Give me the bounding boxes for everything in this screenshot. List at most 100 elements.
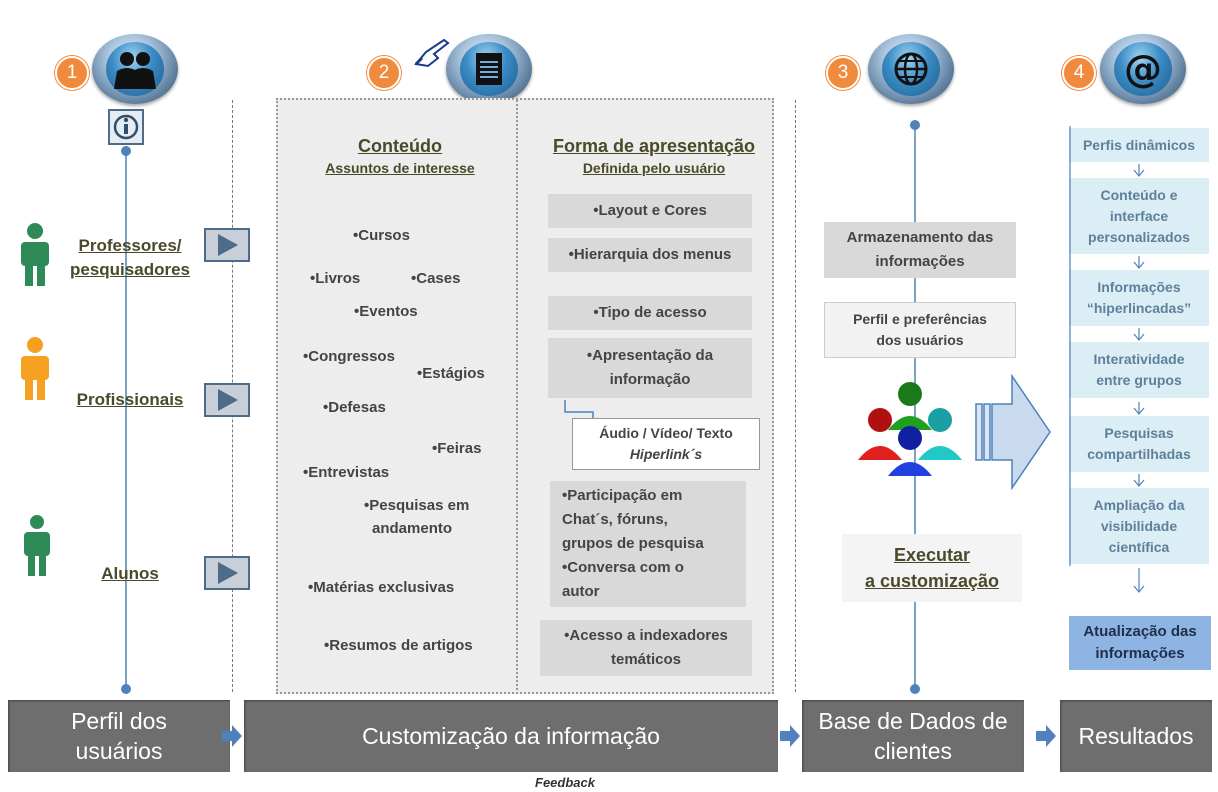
result-line: Perfis dinâmicos [1082,136,1196,153]
play-button-student[interactable] [204,556,250,590]
result-item-personalized: Conteúdo e interface personalizados [1069,178,1209,254]
preferences-box: Perfil e preferências dos usuários [824,302,1016,358]
profile-label-line: Professores/ [78,236,182,255]
users-orb [92,34,178,104]
option-label: •Layout e Cores [593,202,707,219]
execute-label: Executar [893,545,971,565]
profile-label-line: pesquisadores [70,260,190,279]
content-item: andamento [372,520,453,537]
user-group-icon [854,376,966,481]
person-icon-professional [18,336,52,405]
option-hierarchy: •Hierarquia dos menus [548,238,752,272]
flow-arrow-2 [778,724,802,753]
timeline-dot-bottom [910,684,920,694]
content-subtitle: Assuntos de interesse [325,160,475,176]
result-line: entre grupos [1096,372,1182,388]
content-item: •Entrevistas [303,464,390,481]
content-item: •Estágios [417,365,485,382]
option-label: grupos de pesquisa [562,535,704,552]
option-access: •Tipo de acesso [548,296,752,330]
presentation-title: Forma de apresentação [552,136,756,156]
content-item: •Cursos [353,227,410,244]
at-sign-icon: @ [1114,42,1172,96]
option-label: autor [562,583,600,600]
update-label: informações [1095,645,1185,662]
result-item-hyperlinked: Informações “hiperlincadas” [1069,270,1209,326]
storage-box: Armazenamento das informações [824,222,1016,278]
preferences-label: Perfil e preferências [853,311,987,327]
option-label: •Participação em [562,487,683,504]
result-line: interface [1109,207,1169,224]
content-item: •Livros [310,270,361,287]
step-2-badge: 2 [367,56,401,90]
presentation-subtitle: Definida pelo usuário [582,160,726,176]
option-label: •Conversa com o [562,559,684,576]
panel-divider [516,100,518,690]
globe-orb [868,34,954,104]
document-orb [446,34,532,104]
execute-label: a customização [864,571,1000,591]
update-label: Atualização das [1083,623,1197,640]
preferences-label: dos usuários [876,332,964,348]
media-box: Áudio / Vídeo/ Texto Hiperlink´s [572,418,760,470]
profile-label-line: Profissionais [76,390,184,409]
option-label: Chat´s, fóruns, [562,511,668,528]
result-line: “hiperlincadas” [1086,300,1192,316]
presentation-header: Forma de apresentação Definida pelo usuá… [536,134,772,178]
storage-label: informações [875,253,965,270]
step-number: 3 [837,62,849,83]
result-line: Ampliação da [1093,496,1185,513]
content-item: •Eventos [354,303,418,320]
stage-label: Perfil dos [71,708,167,734]
users-icon [106,42,164,96]
document-icon [460,42,518,96]
option-label: temáticos [610,651,682,668]
result-line: Pesquisas [1104,425,1174,441]
profile-label-professional: Profissionais [60,388,200,412]
stage-database: Base de Dados de clientes [802,700,1024,772]
database-timeline [914,126,916,690]
flow-arrow-3 [1034,724,1058,753]
stage-user-profile: Perfil dos usuários [8,700,230,772]
option-label: •Acesso a indexadores [564,627,728,644]
result-line: científica [1108,538,1170,555]
execute-box[interactable]: Executar a customização [842,534,1022,602]
info-icon [108,109,144,145]
result-line: Conteúdo e [1100,186,1178,203]
profile-label-professor: Professores/ pesquisadores [60,234,200,282]
option-label: •Tipo de acesso [593,304,707,321]
content-item: •Cases [411,270,461,287]
play-button-professional[interactable] [204,383,250,417]
result-line: Informações [1097,279,1181,295]
flow-arrow-1 [220,724,244,753]
timeline-dot-bottom [121,684,131,694]
result-line: personalizados [1088,228,1190,245]
result-item-dynamic-profiles: Perfis dinâmicos [1069,128,1209,162]
result-item-interactivity: Interatividade entre grupos [1069,342,1209,398]
play-button-professor[interactable] [204,228,250,262]
stage-label: Resultados [1078,723,1194,749]
stage-results: Resultados [1060,700,1212,772]
profile-label-student: Alunos [70,562,190,586]
result-line: visibilidade [1100,517,1178,534]
result-item-visibility: Ampliação da visibilidade científica [1069,488,1209,564]
content-item: •Congressos [303,348,395,365]
option-indexers: •Acesso a indexadores temáticos [540,620,752,676]
stage-customization: Customização da informação [244,700,778,772]
step-number: 4 [1073,62,1085,83]
step-1-badge: 1 [55,56,89,90]
content-header: Conteúdo Assuntos de interesse [300,134,500,178]
pointing-hand-icon [414,34,454,73]
divider-2 [795,100,796,692]
timeline-dot-top [121,146,131,156]
option-layout: •Layout e Cores [548,194,752,228]
feedback-label: Feedback [535,775,595,790]
person-icon-student [22,514,52,581]
stage-label: clientes [874,738,952,764]
hyperlink-label: Hiperlink´s [629,446,703,462]
stage-label: usuários [75,738,163,764]
person-icon-professor [18,222,52,291]
option-label: informação [609,371,691,388]
media-label: Áudio / Vídeo/ Texto [599,425,733,441]
result-item-shared-research: Pesquisas compartilhadas [1069,416,1209,472]
